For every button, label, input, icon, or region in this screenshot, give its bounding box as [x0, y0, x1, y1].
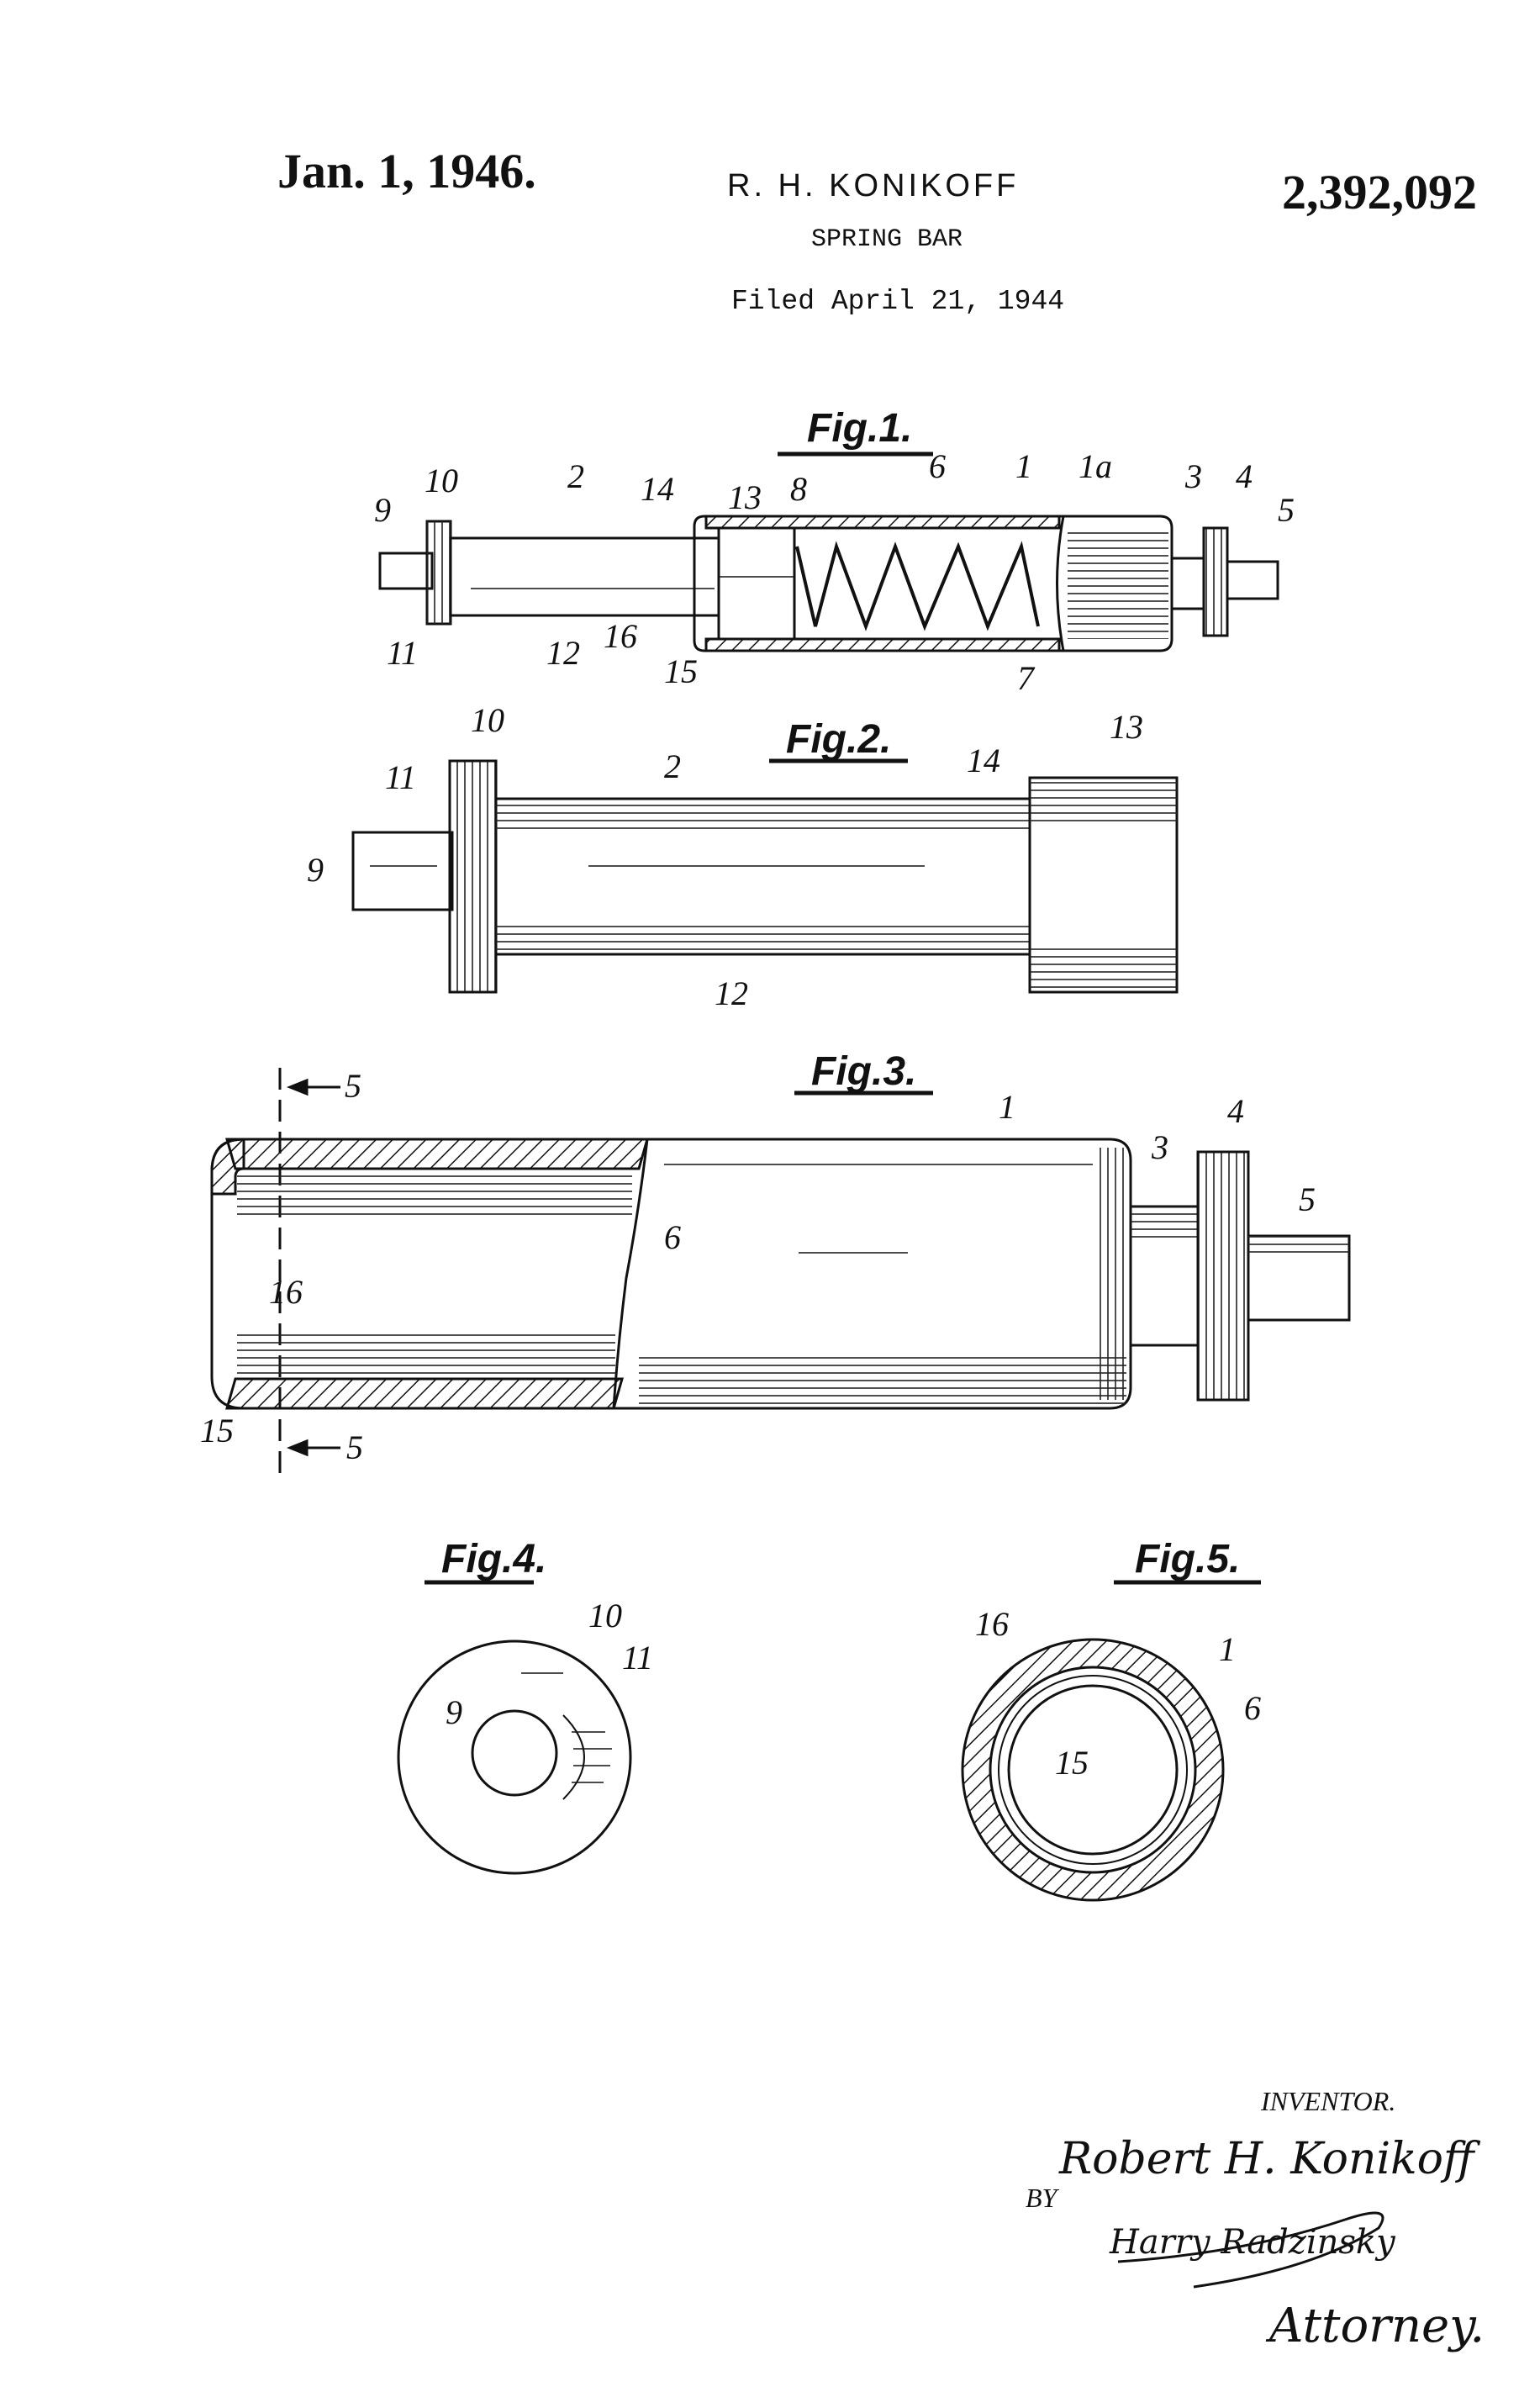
- fig1-reference-labels: 9 10 2 14 13 8 6 1 1a 3 4 5 11 12 16 15 …: [374, 447, 1295, 697]
- fig1-ref: 13: [728, 478, 762, 516]
- fig3-ref: 5: [1299, 1180, 1316, 1218]
- fig2-ref: 9: [307, 851, 324, 889]
- fig1-pin-5: [1226, 560, 1279, 600]
- fig1-ref: 6: [929, 447, 946, 485]
- by-label: BY: [1026, 2183, 1060, 2213]
- fig1-ref: 4: [1236, 457, 1253, 495]
- fig1-spring-8: [795, 541, 1040, 631]
- fig5-bore: [989, 1666, 1197, 1874]
- fig1-head-13: [717, 526, 796, 641]
- patent-title: SPRING BAR: [811, 225, 963, 254]
- fig2-ref: 2: [664, 747, 681, 785]
- fig1-title: Fig.1.: [807, 406, 912, 451]
- fig3-ref: 1: [999, 1088, 1015, 1126]
- fig2-flange: [448, 759, 498, 994]
- fig1-ref: 7: [1017, 659, 1036, 697]
- fig1-plunger: [449, 536, 723, 617]
- fig1-ref: 16: [604, 617, 637, 655]
- fig3-ref: 5: [345, 1067, 361, 1105]
- attorney-signature: Harry Radzinsky: [1109, 2223, 1396, 2262]
- fig5-ref: 1: [1219, 1630, 1236, 1668]
- filed-date: Filed April 21, 1944: [731, 286, 1065, 317]
- fig3-title: Fig.3.: [811, 1049, 916, 1094]
- fig4-reference-labels: 10 11 9: [446, 1597, 653, 1731]
- inventor-label: INVENTOR.: [1260, 2086, 1395, 2116]
- fig1-ref: 2: [567, 457, 584, 495]
- fig3-ref: 4: [1227, 1092, 1244, 1130]
- fig5-ref: 16: [975, 1605, 1009, 1643]
- fig1-ref: 11: [387, 634, 418, 672]
- fig1-ref: 9: [374, 491, 391, 529]
- fig2-ref: 10: [471, 701, 504, 739]
- attorney-label: Attorney.: [1265, 2299, 1485, 2353]
- fig4-title: Fig.4.: [441, 1537, 546, 1581]
- fig4-ref: 11: [622, 1639, 653, 1677]
- fig2-ref: 13: [1110, 708, 1143, 746]
- fig1-ref: 1: [1015, 447, 1032, 485]
- fig5-title: Fig.5.: [1135, 1537, 1240, 1581]
- fig3-reference-labels: 5 1 4 3 5 6 16 15 5: [200, 1067, 1316, 1466]
- fig5-ref: 15: [1055, 1744, 1089, 1782]
- fig4-ref: 9: [446, 1693, 462, 1731]
- fig1-ref: 8: [790, 470, 807, 508]
- fig1-ref: 14: [641, 470, 674, 508]
- inventor-signature: Robert H. Konikoff: [1058, 2134, 1481, 2184]
- fig3-ref: 6: [664, 1218, 681, 1256]
- signature-block: INVENTOR. Robert H. Konikoff BY Harry Ra…: [1026, 2086, 1485, 2353]
- fig1-ref: 10: [425, 462, 458, 499]
- fig4-pin-hole: [471, 1709, 558, 1797]
- patent-number: 2,392,092: [1282, 165, 1477, 219]
- fig3-ref: 16: [269, 1273, 303, 1311]
- fig1-tube: [693, 515, 1173, 652]
- figure-4: Fig.4.: [397, 1537, 632, 1875]
- figure-2: Fig.2.: [351, 717, 1179, 994]
- patent-date: Jan. 1, 1946.: [277, 144, 536, 198]
- fig5-ref: 6: [1244, 1689, 1261, 1727]
- fig3-ref: 3: [1151, 1128, 1168, 1166]
- figure-1: Fig.1.: [378, 406, 1279, 652]
- fig4-ref: 10: [588, 1597, 622, 1634]
- fig3-ref: 5: [346, 1428, 363, 1466]
- fig1-ref: 12: [546, 634, 580, 672]
- fig1-ref: 5: [1278, 491, 1295, 529]
- figure-3: Fig.3.: [210, 1049, 1351, 1480]
- fig5-reference-labels: 16 1 6 15: [975, 1605, 1261, 1782]
- fig2-ref: 14: [967, 742, 1000, 779]
- fig3-flange-4: [1196, 1150, 1250, 1402]
- inventor-name: R. H. KONIKOFF: [727, 168, 1020, 203]
- fig2-ref: 11: [385, 758, 416, 796]
- fig1-pin-9: [378, 552, 434, 590]
- fig2-ref: 12: [715, 974, 748, 1012]
- fig1-ref: 1a: [1079, 447, 1112, 485]
- fig2-pin-9: [351, 831, 454, 911]
- fig4-flange-disc: [397, 1640, 632, 1875]
- fig1-flange-4: [1202, 526, 1229, 637]
- fig1-ref: 3: [1184, 457, 1202, 495]
- fig2-reference-labels: 10 11 2 14 13 9 12: [307, 701, 1143, 1012]
- fig2-title: Fig.2.: [786, 717, 891, 762]
- fig1-ref: 15: [664, 652, 698, 690]
- figure-5: Fig.5.: [961, 1537, 1261, 1902]
- fig3-ref: 15: [200, 1412, 234, 1449]
- fig1-collar-3: [1170, 557, 1205, 610]
